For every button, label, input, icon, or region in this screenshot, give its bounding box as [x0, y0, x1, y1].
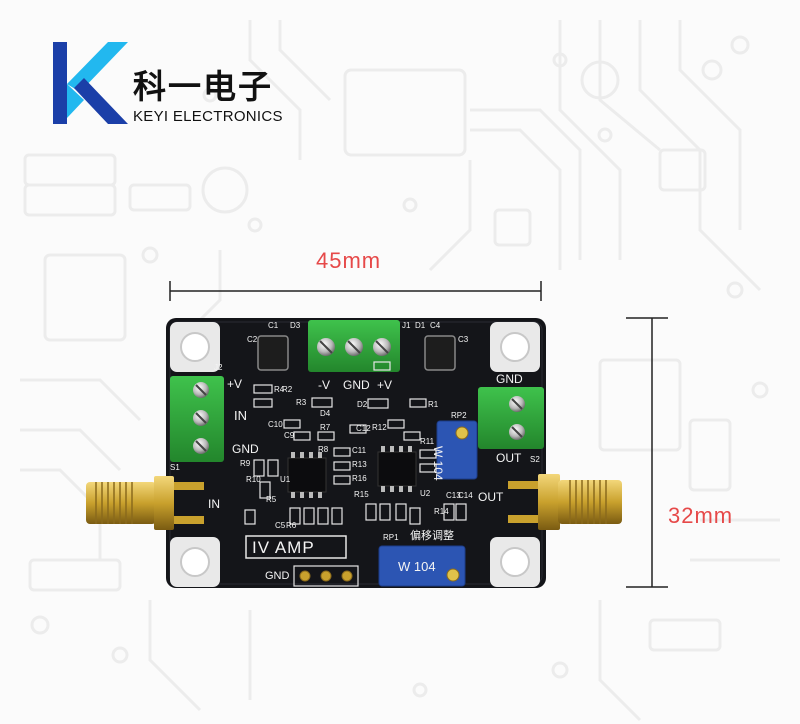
designator: D1 — [415, 321, 426, 330]
designator: R4 — [274, 385, 285, 394]
output-terminal-block — [478, 387, 544, 449]
board-title: IV AMP — [252, 538, 315, 557]
designator: C4 — [430, 321, 441, 330]
designator: C3 — [458, 335, 469, 344]
designator: R1 — [428, 400, 439, 409]
designator: C14 — [458, 491, 473, 500]
designator: R14 — [434, 507, 449, 516]
designator: J2 — [214, 363, 223, 372]
designator: D3 — [290, 321, 301, 330]
designator: R9 — [240, 459, 251, 468]
designator: R7 — [320, 423, 331, 432]
designator: U2 — [420, 489, 431, 498]
designator: C1 — [268, 321, 279, 330]
pot-rp2-code: W 104 — [431, 446, 445, 481]
power-label-negative: -V — [318, 378, 330, 392]
brand-name-chinese: 科一电子 — [133, 67, 273, 106]
designator: R12 — [372, 423, 387, 432]
designator: R15 — [354, 490, 369, 499]
pot-rp1-code: W 104 — [398, 559, 436, 574]
designator: C12 — [356, 424, 371, 433]
designator: C9 — [284, 431, 295, 440]
designator: RP1 — [383, 533, 399, 542]
designator: J1 — [402, 321, 411, 330]
sma-left-label: IN — [208, 497, 220, 511]
height-dimension-label: 32mm — [668, 503, 734, 528]
input-terminal-label-ground: GND — [232, 442, 259, 456]
designator: D2 — [357, 400, 368, 409]
designator: C13 — [446, 491, 461, 500]
trimmer-pot-rp2 — [436, 420, 478, 480]
trimmer-pot-rp1 — [378, 545, 466, 587]
designator: S2 — [530, 455, 540, 464]
designator: R6 — [286, 521, 297, 530]
designator: R10 — [246, 475, 261, 484]
designator: U1 — [280, 475, 291, 484]
designator: R11 — [420, 437, 435, 446]
brand-logo — [53, 42, 128, 124]
designator: RP2 — [451, 411, 467, 420]
designator: D4 — [320, 409, 331, 418]
designator: C11 — [352, 446, 367, 455]
power-label-ground: GND — [343, 378, 370, 392]
designator: R16 — [352, 474, 367, 483]
sma-connector-left — [86, 476, 204, 530]
sma-right-label: OUT — [478, 490, 504, 504]
designator: C2 — [247, 335, 258, 344]
width-dimension-label: 45mm — [316, 248, 382, 273]
designator: C5 — [275, 521, 286, 530]
header-ground-label: GND — [265, 570, 290, 582]
power-label-positive: +V — [377, 378, 393, 392]
designator: R13 — [352, 460, 367, 469]
designator: S1 — [170, 463, 180, 472]
mounting-holes — [170, 322, 540, 587]
input-terminal-label-in: IN — [234, 408, 247, 423]
designator: R8 — [318, 445, 329, 454]
input-terminal-block — [170, 376, 224, 462]
designator: R2 — [282, 385, 293, 394]
designator: C10 — [268, 420, 283, 429]
output-terminal-label-ground: GND — [496, 372, 523, 386]
power-terminal-block — [308, 320, 400, 372]
output-terminal-label-out: OUT — [496, 451, 522, 465]
sma-connector-right — [508, 474, 622, 530]
offset-adjust-label: 偏移调整 — [410, 530, 454, 542]
input-terminal-label-positive: +V — [227, 377, 243, 391]
designator: R3 — [296, 398, 307, 407]
designator: R5 — [266, 495, 277, 504]
brand-name-english: KEYI ELECTRONICS — [133, 108, 283, 125]
